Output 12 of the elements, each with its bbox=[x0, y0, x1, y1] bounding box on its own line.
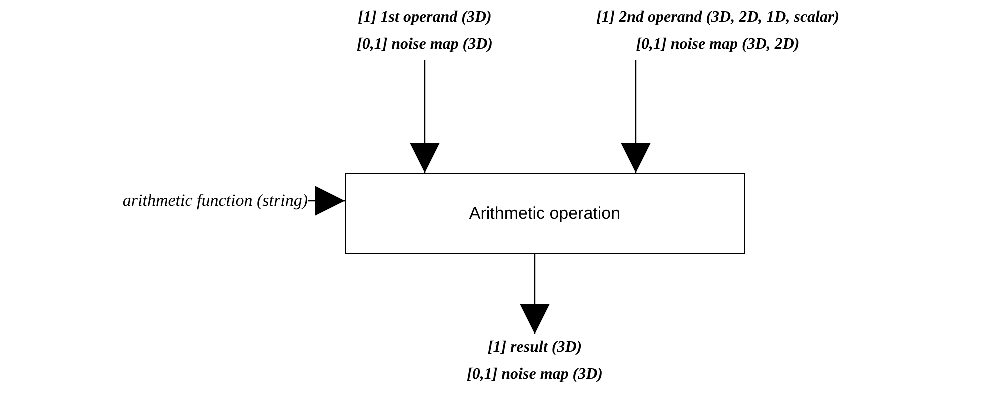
parameter-label: arithmetic function (string) bbox=[122, 190, 308, 212]
io-label: [0,1] noise map (3D) bbox=[356, 35, 494, 55]
io-label: [1] result (3D) bbox=[486, 338, 584, 358]
io-label: [0,1] noise map (3D, 2D) bbox=[635, 35, 801, 55]
arrow bbox=[308, 186, 345, 216]
arrow bbox=[520, 254, 550, 334]
process-box: Arithmetic operation bbox=[345, 173, 745, 254]
io-label: [0,1] noise map (3D) bbox=[466, 365, 604, 385]
io-label: [1] 1st operand (3D) bbox=[357, 8, 493, 28]
arrow bbox=[621, 60, 651, 173]
io-label: [1] 2nd operand (3D, 2D, 1D, scalar) bbox=[595, 8, 841, 28]
arrow bbox=[410, 60, 440, 173]
